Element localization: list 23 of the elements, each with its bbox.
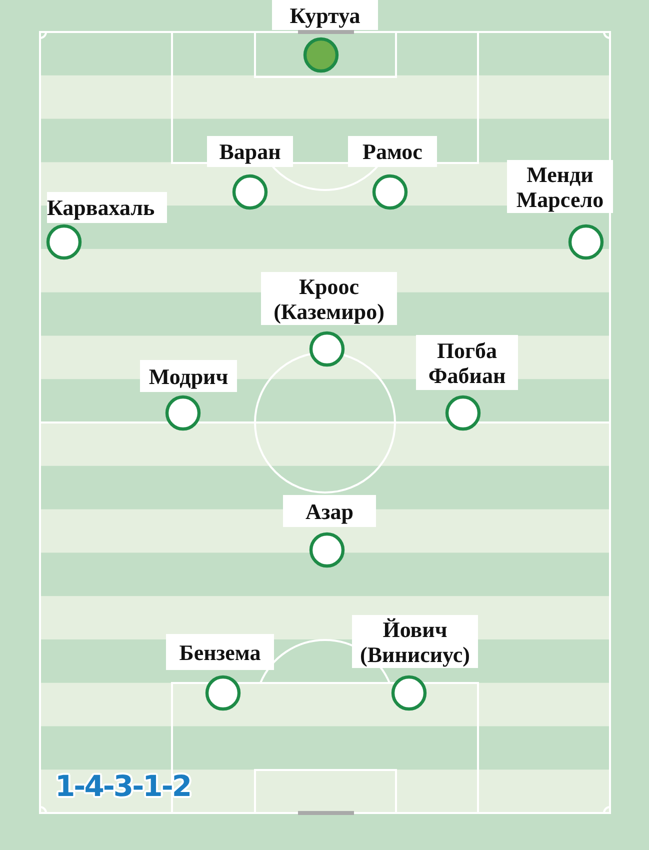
player-name: Куртуа: [290, 2, 360, 28]
name-card: [272, 0, 378, 30]
name-card: [166, 634, 274, 670]
player-name: Погба Фабиан: [428, 338, 506, 388]
player-name: Бензема: [179, 640, 261, 664]
formation-label: 1-4-3-1-2: [55, 770, 191, 802]
player-name: Модрич: [148, 364, 228, 388]
name-card: [348, 136, 437, 167]
player-name: Менди Марсело: [516, 162, 604, 212]
player-name: Азар: [306, 498, 354, 524]
name-card: [416, 335, 518, 390]
player-name: Варан: [219, 139, 281, 164]
name-card: [283, 495, 376, 527]
name-card: [47, 192, 167, 223]
name-card: [207, 136, 293, 167]
player-name: Кроос (Каземиро): [274, 274, 384, 324]
name-card: [507, 160, 613, 213]
name-card: [352, 615, 478, 668]
player-name: Рамос: [362, 139, 422, 164]
name-card: [140, 360, 237, 392]
player-name: Йович (Винисиус): [360, 616, 470, 666]
player-name: Карвахаль: [47, 195, 155, 220]
name-card: [261, 272, 397, 325]
